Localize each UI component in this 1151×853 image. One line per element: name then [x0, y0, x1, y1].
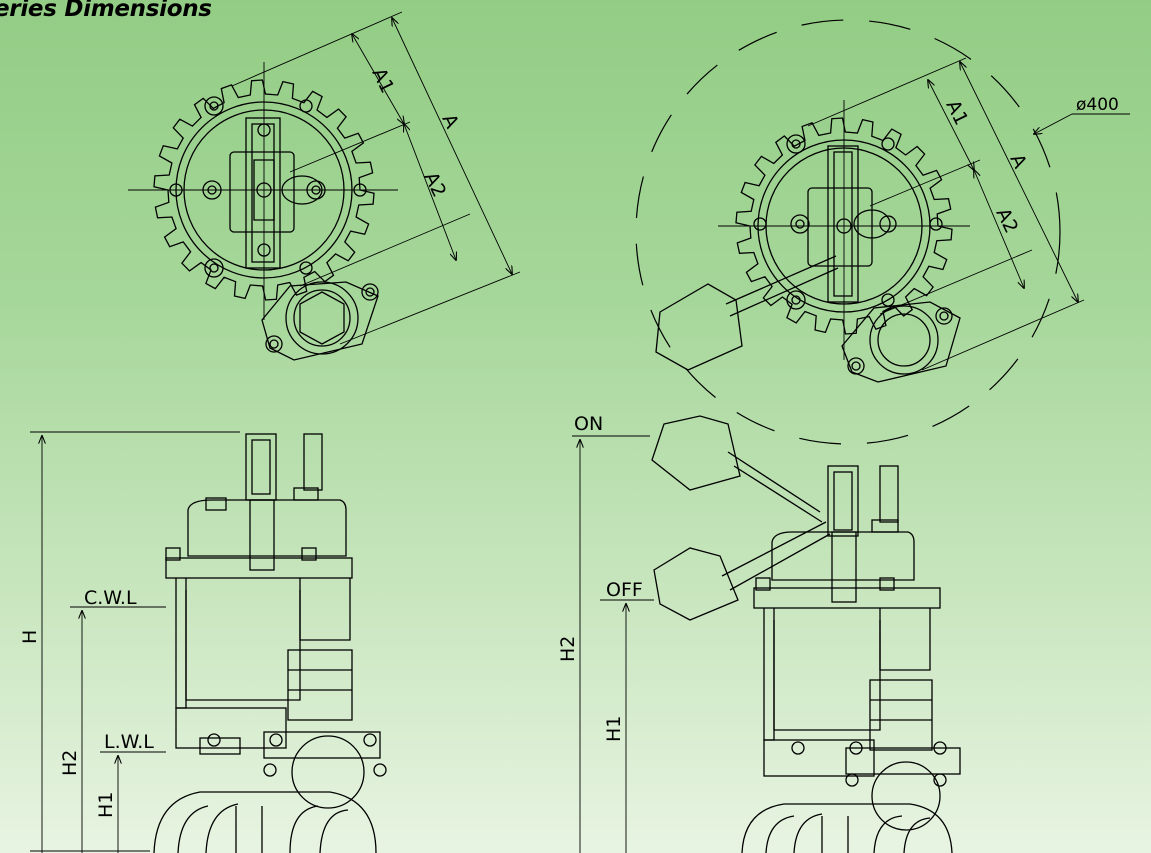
plan-view-right	[635, 19, 1130, 445]
dim-a-right: A	[1006, 151, 1031, 172]
elevation-view-right	[572, 415, 961, 853]
dim-a1-right: A1	[942, 97, 973, 129]
level-on: ON	[574, 413, 603, 435]
ring-teeth	[153, 79, 375, 301]
dim-diameter: ø400	[1076, 95, 1119, 115]
toothed-ring	[735, 117, 953, 335]
dim-h1-right: H1	[603, 716, 625, 742]
dim-a2-left: A2	[420, 169, 451, 201]
dim-h1-left: H1	[95, 792, 117, 818]
elevation-view-left	[30, 431, 387, 853]
dim-a-left: A	[438, 111, 463, 132]
level-lwl: L.W.L	[104, 731, 154, 753]
level-cwl: C.W.L	[84, 587, 137, 609]
ring-teeth	[735, 117, 953, 335]
dim-h2-left: H2	[59, 750, 81, 776]
toothed-ring	[153, 79, 375, 301]
dim-h: H	[19, 630, 41, 644]
plan-view-left	[128, 11, 521, 361]
dim-a2-right: A2	[992, 205, 1023, 237]
dim-h2-right: H2	[557, 636, 579, 662]
page-title: eries Dimensions	[0, 0, 212, 22]
level-off: OFF	[606, 579, 643, 601]
